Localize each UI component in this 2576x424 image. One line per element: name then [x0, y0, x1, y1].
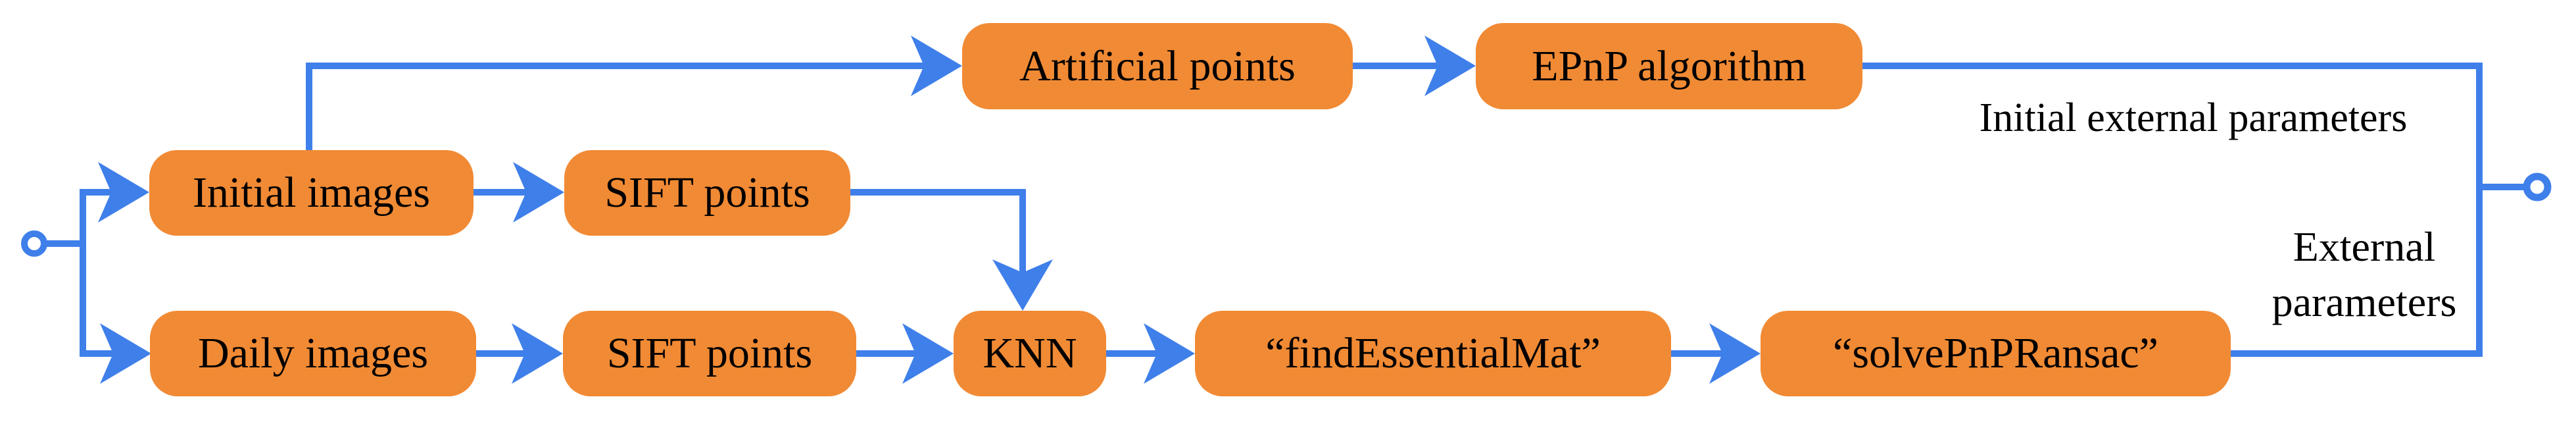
arrowhead-into-daily-images — [100, 323, 151, 384]
node-solve-pnp-ransac-label: “solvePnPRansac” — [1833, 329, 2158, 377]
label-external-parameters: External parameters — [2223, 219, 2506, 330]
connector-sift-to-knn-elbow — [850, 189, 1026, 273]
arrowhead-into-knn-top — [992, 259, 1053, 311]
end-terminal-icon — [2523, 172, 2552, 201]
node-solve-pnp-ransac: “solvePnPRansac” — [1761, 311, 2231, 396]
label-initial-external-parameters: Initial external parameters — [1979, 95, 2408, 140]
label-external-parameters-line1: External — [2293, 223, 2436, 270]
connector-output-rail — [1862, 63, 2483, 357]
arrowhead-into-initial-images — [98, 162, 149, 223]
node-find-essential-mat: “findEssentialMat” — [1195, 311, 1671, 396]
node-daily-images-label: Daily images — [197, 329, 429, 377]
arrowhead-into-knn-left — [902, 323, 954, 384]
node-find-essential-mat-label: “findEssentialMat” — [1265, 329, 1601, 377]
node-initial-images: Initial images — [149, 150, 474, 236]
node-knn-label: KNN — [983, 329, 1077, 377]
node-epnp-algorithm: EPnP algorithm — [1476, 23, 1862, 109]
node-artificial-points-label: Artificial points — [1019, 41, 1296, 90]
node-epnp-algorithm-label: EPnP algorithm — [1532, 41, 1807, 90]
connector-input-branch — [80, 189, 113, 357]
node-sift-points-bottom-label: SIFT points — [606, 329, 813, 377]
arrowhead-into-fem — [1144, 323, 1195, 384]
arrowhead-into-spr — [1709, 323, 1761, 384]
start-terminal-icon — [21, 230, 47, 257]
arrowhead-into-sift-bottom — [512, 323, 563, 384]
arrowhead-into-sift-top — [513, 162, 564, 223]
connector-initial-to-artificial — [306, 63, 924, 151]
node-daily-images: Daily images — [150, 311, 476, 396]
arrowhead-into-epnp — [1424, 36, 1476, 96]
node-artificial-points: Artificial points — [962, 23, 1353, 109]
node-sift-points-top-label: SIFT points — [604, 169, 810, 217]
node-knn: KNN — [954, 311, 1106, 396]
node-sift-points-bottom: SIFT points — [563, 311, 856, 396]
arrowhead-into-artificial-points — [911, 36, 962, 96]
label-external-parameters-line2: parameters — [2272, 278, 2457, 325]
node-sift-points-top: SIFT points — [564, 150, 850, 236]
node-initial-images-label: Initial images — [192, 169, 431, 217]
